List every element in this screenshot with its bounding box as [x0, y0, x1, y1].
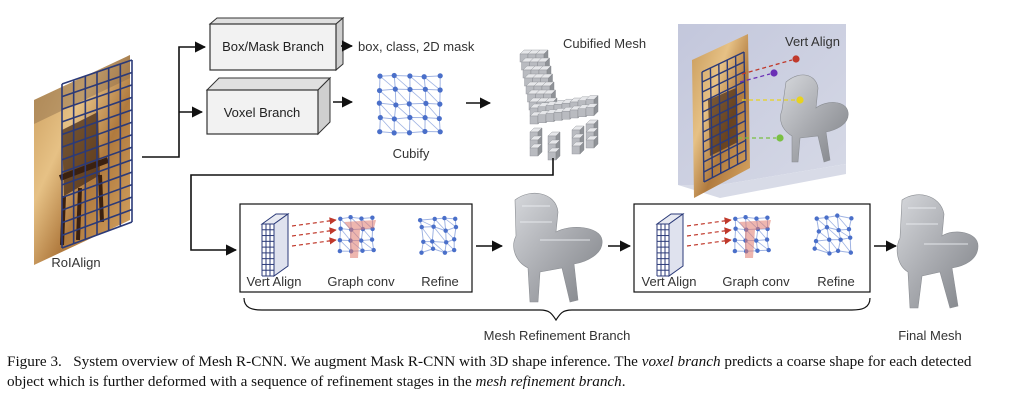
stage2-feature-grid [655, 213, 732, 277]
stage1-refine-graph [417, 215, 459, 255]
stage1-graph-conv-label: Graph conv [327, 274, 395, 289]
roi-grid [61, 59, 133, 249]
intermediate-mesh [513, 193, 603, 303]
input-connector [142, 41, 207, 158]
mesh-to-refinement-connector [190, 158, 554, 256]
roialign-label: RoIAlign [51, 255, 100, 270]
caption-em1: voxel branch [641, 353, 721, 370]
cubify-label: Cubify [393, 146, 430, 161]
box-mask-branch [208, 16, 345, 72]
voxel-branch-label: Voxel Branch [224, 105, 301, 120]
mesh-refinement-branch-label: Mesh Refinement Branch [484, 328, 631, 343]
refinement-brace [243, 297, 871, 322]
final-mesh-label: Final Mesh [898, 328, 962, 343]
vert-align-title: Vert Align [785, 34, 840, 49]
stage1-feature-grid [260, 213, 337, 277]
stage1-vert-align-label: Vert Align [247, 274, 302, 289]
input-image [34, 55, 130, 265]
caption-part1: System overview of Mesh R-CNN. We augmen… [73, 353, 638, 370]
cubify-graph [376, 72, 443, 136]
box-mask-output-label: box, class, 2D mask [358, 39, 475, 54]
caption-part2: predicts a coarse shape for each detecte… [7, 353, 972, 390]
stage2-graph-conv-label: Graph conv [722, 274, 790, 289]
caption-part3: . [621, 373, 626, 390]
box-mask-branch-label: Box/Mask Branch [222, 39, 324, 54]
stage2-vert-align-label: Vert Align [642, 274, 697, 289]
voxel-branch [205, 76, 332, 136]
stage1-refine-label: Refine [421, 274, 459, 289]
vert-align-panel [678, 24, 846, 198]
stage1-graph-conv [337, 215, 376, 258]
vert-align-grid [701, 51, 747, 183]
final-mesh [896, 194, 979, 309]
caption-em2: mesh refinement branch [475, 373, 622, 390]
caption-prefix: Figure 3. [7, 353, 62, 370]
stage2-refine-label: Refine [817, 274, 855, 289]
figure-caption: Figure 3. System overview of Mesh R-CNN.… [7, 352, 1007, 392]
vert-align-mesh [780, 74, 849, 163]
cubified-mesh-label: Cubified Mesh [563, 36, 646, 51]
stage2-graph-conv [732, 215, 771, 258]
vert-align-arrows [738, 55, 804, 142]
cubified-mesh [519, 49, 599, 161]
stage2-refine-graph [812, 213, 854, 256]
